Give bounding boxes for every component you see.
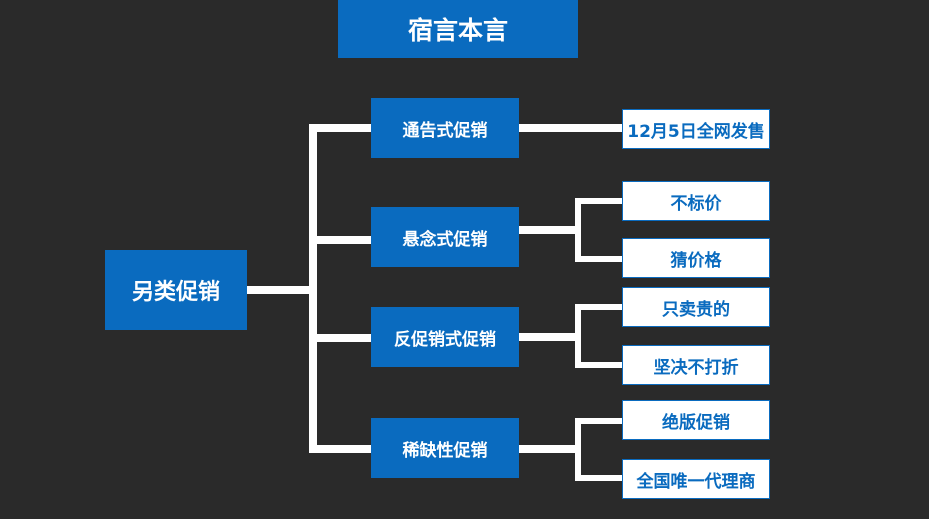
- connector: [519, 445, 579, 453]
- connector: [519, 333, 579, 341]
- connector: [247, 286, 313, 294]
- category-node: 稀缺性促销: [371, 418, 519, 478]
- connector: [309, 334, 371, 342]
- connector: [575, 198, 622, 204]
- connector: [575, 198, 581, 262]
- leaf-node: 绝版促销: [622, 400, 770, 440]
- leaf-node: 全国唯一代理商: [622, 459, 770, 499]
- leaf-node: 坚决不打折: [622, 345, 770, 385]
- leaf-node: 只卖贵的: [622, 287, 770, 327]
- connector: [575, 256, 622, 262]
- connector: [519, 124, 622, 132]
- root-node: 另类促销: [105, 250, 247, 330]
- connector: [575, 304, 622, 310]
- connector: [309, 236, 371, 244]
- category-node: 反促销式促销: [371, 307, 519, 367]
- connector: [309, 124, 317, 453]
- leaf-node: 12月5日全网发售: [622, 109, 770, 149]
- category-node: 悬念式促销: [371, 207, 519, 267]
- connector: [575, 304, 581, 368]
- leaf-node: 不标价: [622, 181, 770, 221]
- connector: [519, 226, 579, 234]
- connector: [575, 418, 581, 481]
- category-node: 通告式促销: [371, 98, 519, 158]
- connector: [309, 445, 371, 453]
- leaf-node: 猜价格: [622, 238, 770, 278]
- connector: [575, 418, 622, 424]
- connector: [575, 362, 622, 368]
- connector: [575, 475, 622, 481]
- diagram-title: 宿言本言: [338, 0, 578, 58]
- connector: [309, 124, 371, 132]
